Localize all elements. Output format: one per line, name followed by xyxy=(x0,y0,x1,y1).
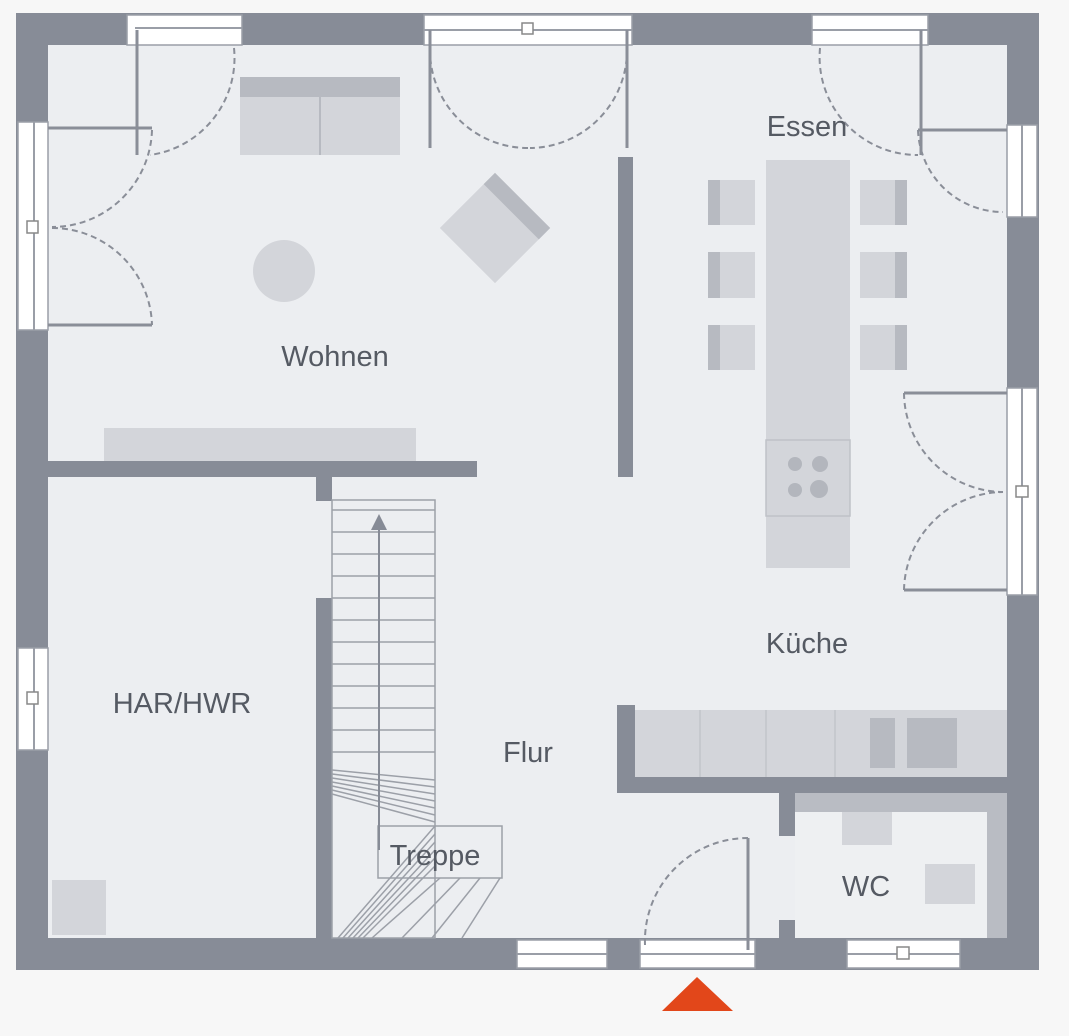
sideboard xyxy=(104,428,416,461)
cooktop xyxy=(788,456,828,498)
stair-tread xyxy=(352,849,436,939)
wc-room xyxy=(795,793,1007,938)
stair-tread xyxy=(401,877,461,939)
dining-chairs xyxy=(708,180,907,370)
interior-walls xyxy=(48,157,1007,938)
room-label-flur: Flur xyxy=(503,737,553,769)
room-label-treppe: Treppe xyxy=(390,840,481,872)
stair-tread xyxy=(371,877,441,939)
stair-tread xyxy=(337,825,436,939)
room-label-essen: Essen xyxy=(767,111,848,143)
stair-tread xyxy=(342,833,436,939)
windows xyxy=(17,14,1038,969)
round-table xyxy=(253,240,315,302)
room-label-har-hwr: HAR/HWR xyxy=(113,688,252,720)
stair-tread xyxy=(331,789,436,816)
stair-tread xyxy=(347,841,436,939)
room-label-wc: WC xyxy=(842,871,890,903)
room-label-wohnen: Wohnen xyxy=(281,341,389,373)
stair-tread xyxy=(461,877,501,939)
stair-tread xyxy=(331,777,436,795)
stair-tread xyxy=(331,785,436,809)
stair-direction-arrow-icon xyxy=(371,514,387,530)
stair-tread xyxy=(331,773,436,788)
stair-tread xyxy=(431,877,481,939)
stair-tread xyxy=(357,857,436,939)
room-label-kueche: Küche xyxy=(766,628,848,660)
stair-tread xyxy=(331,781,436,802)
stair-tread xyxy=(331,769,436,781)
staircase xyxy=(331,499,503,939)
toilet xyxy=(925,864,975,904)
storage-box xyxy=(52,880,106,935)
entrance-triangle-icon xyxy=(662,977,733,1011)
stair-tread xyxy=(331,793,436,823)
sink xyxy=(870,718,895,768)
furniture xyxy=(52,77,1007,935)
